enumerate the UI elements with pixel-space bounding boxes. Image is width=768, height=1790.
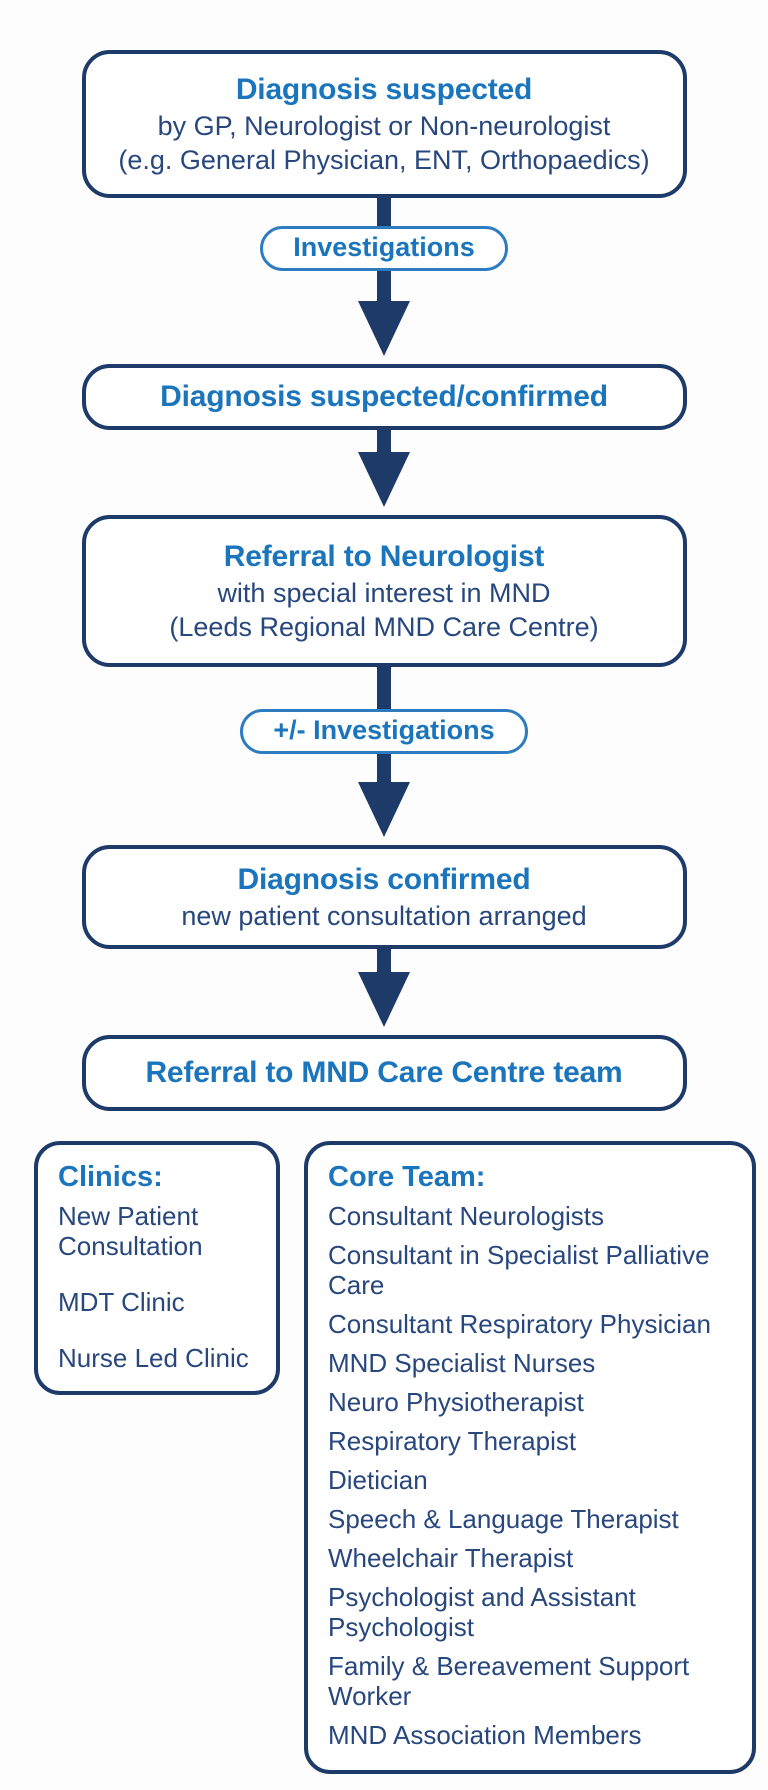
bottom-panels-row: Clinics: New Patient Consultation MDT Cl… (0, 1141, 768, 1774)
clinics-heading: Clinics: (58, 1161, 163, 1193)
node-title: Diagnosis suspected (235, 73, 533, 106)
node-referral-neurologist: Referral to Neurologist with special int… (81, 515, 687, 667)
core-team-panel: Core Team: Consultant Neurologists Consu… (304, 1141, 756, 1774)
node-subtitle-line: new patient consultation arranged (181, 901, 587, 931)
arrow-shaft (377, 430, 391, 452)
clinics-panel: Clinics: New Patient Consultation MDT Cl… (34, 1141, 280, 1395)
connector-1: Investigations (260, 198, 508, 364)
clinics-list: New Patient Consultation MDT Clinic Nurs… (58, 1201, 266, 1373)
list-item: Neuro Physiotherapist (328, 1387, 584, 1417)
arrow-shaft (376, 198, 391, 226)
connector-4 (358, 949, 410, 1035)
connector-3: +/- Investigations (240, 667, 528, 845)
arrow-shaft (377, 667, 391, 709)
arrow-down-icon (358, 972, 410, 1027)
core-team-list: Consultant Neurologists Consultant in Sp… (328, 1201, 746, 1750)
list-item: Consultant in Specialist Palliative Care (328, 1240, 710, 1300)
list-item: Consultant Neurologists (328, 1201, 605, 1231)
list-item: Psychologist and Assistant Psychologist (328, 1582, 636, 1642)
list-item: Wheelchair Therapist (328, 1543, 574, 1573)
list-item: MND Specialist Nurses (328, 1348, 596, 1378)
node-subtitle-line: with special interest in MND (217, 578, 551, 608)
list-item: New Patient Consultation (58, 1201, 203, 1261)
plus-minus-investigations-pill: +/- Investigations (240, 709, 528, 754)
node-subtitle-line: (Leeds Regional MND Care Centre) (169, 612, 599, 642)
list-item: Speech & Language Therapist (328, 1504, 679, 1534)
list-item: MND Association Members (328, 1720, 642, 1750)
arrow-shaft (377, 949, 391, 972)
arrow-down-icon (358, 782, 410, 837)
list-item: Nurse Led Clinic (58, 1343, 249, 1373)
node-title: Referral to Neurologist (223, 540, 545, 573)
connector-2 (358, 430, 410, 515)
node-subtitle-line: (e.g. General Physician, ENT, Orthopaedi… (118, 145, 650, 175)
node-diagnosis-suspected: Diagnosis suspected by GP, Neurologist o… (81, 50, 687, 198)
list-item: Consultant Respiratory Physician (328, 1309, 711, 1339)
list-item: Family & Bereavement Support Worker (328, 1651, 690, 1711)
node-subtitle-line: by GP, Neurologist or Non-neurologist (157, 111, 611, 141)
arrow-shaft (377, 754, 391, 782)
node-diagnosis-suspected-confirmed: Diagnosis suspected/confirmed (81, 364, 687, 430)
arrow-shaft (376, 271, 391, 301)
investigations-pill: Investigations (260, 226, 508, 271)
list-item: Dietician (328, 1465, 428, 1495)
core-team-heading: Core Team: (328, 1161, 486, 1193)
node-title: Diagnosis suspected/confirmed (160, 380, 608, 413)
node-diagnosis-confirmed: Diagnosis confirmed new patient consulta… (81, 845, 687, 949)
arrow-down-icon (357, 301, 410, 356)
node-title: Referral to MND Care Centre team (145, 1056, 623, 1089)
node-referral-mnd-care-centre-team: Referral to MND Care Centre team (81, 1035, 687, 1111)
list-item: MDT Clinic (58, 1287, 185, 1317)
arrow-down-icon (358, 452, 410, 507)
list-item: Respiratory Therapist (328, 1426, 577, 1456)
node-title: Diagnosis confirmed (237, 863, 531, 896)
